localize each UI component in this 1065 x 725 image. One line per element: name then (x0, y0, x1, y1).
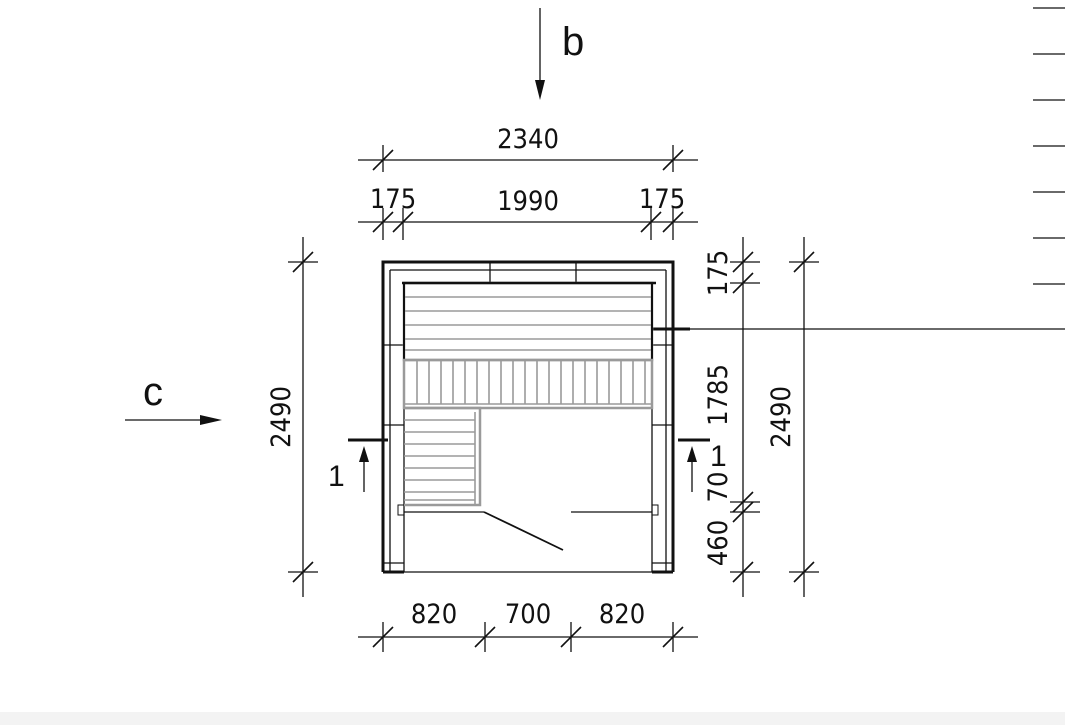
top-dimension-overall: 2340 (358, 124, 698, 172)
reference-lines (655, 7, 1065, 330)
bottom-dimension-parts: 820 700 820 (358, 599, 698, 652)
view-marker-c: c (125, 370, 222, 425)
door (404, 511, 652, 551)
upper-bench (402, 281, 656, 362)
right-dimension-overall: 2490 (766, 237, 819, 597)
dim-left-overall: 2490 (266, 386, 297, 448)
dim-right-top-wall: 175 (703, 250, 734, 296)
room-walls (381, 260, 675, 574)
dim-top-right-wall: 175 (639, 184, 685, 215)
section-label-left: 1 (328, 460, 345, 493)
dim-top-inner: 1990 (497, 186, 559, 217)
dim-bottom-left: 820 (411, 599, 457, 630)
view-label-c: c (143, 370, 163, 414)
dim-bottom-door: 700 (505, 599, 551, 630)
right-dimension-parts: 175 1785 70 460 (703, 237, 760, 597)
section-label-right: 1 (710, 440, 727, 473)
top-dimension-parts: 175 1990 175 (358, 184, 698, 240)
dim-right-step: 70 (703, 472, 734, 503)
dim-right-inner: 1785 (703, 364, 734, 426)
lower-bench (404, 406, 482, 507)
section-marker-left: 1 (328, 438, 388, 493)
bottom-scroll-area (0, 712, 1065, 725)
middle-bench (402, 358, 654, 410)
dim-top-left-wall: 175 (370, 184, 416, 215)
dim-bottom-right: 820 (599, 599, 645, 630)
view-marker-b: b (535, 8, 584, 100)
dim-right-bottom: 460 (703, 520, 734, 566)
section-marker-right: 1 (678, 438, 727, 492)
left-dimension-overall: 2490 (266, 237, 318, 597)
dim-top-overall: 2340 (497, 124, 559, 155)
dim-right-overall: 2490 (766, 386, 797, 448)
view-label-b: b (562, 20, 584, 64)
